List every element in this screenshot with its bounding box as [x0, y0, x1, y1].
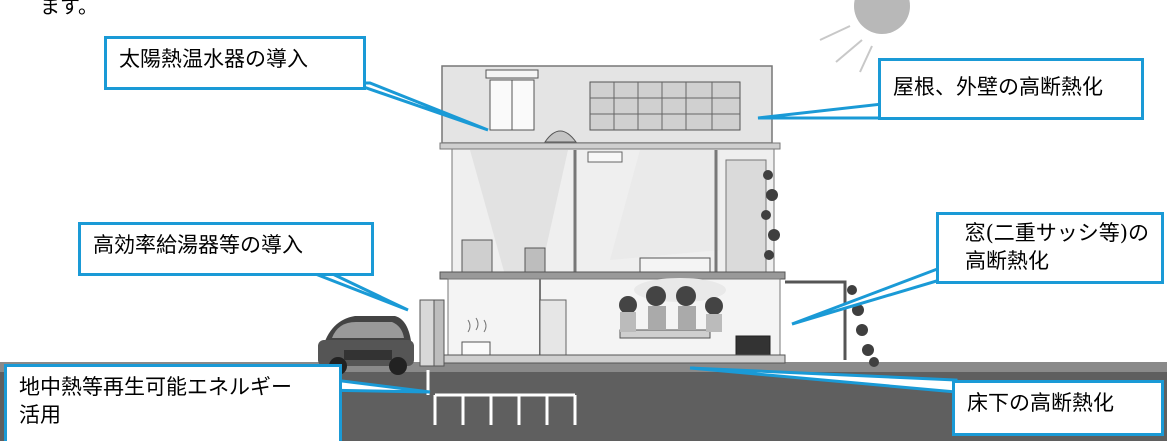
pointer-roof [758, 104, 882, 118]
callout-solar-water-heater: 太陽熱温水器の導入 [104, 36, 366, 90]
callout-roof-wall-insulation-label: 屋根、外壁の高断熱化 [893, 75, 1103, 99]
callout-window-insulation: 窓(二重サッシ等)の 高断熱化 [936, 212, 1164, 284]
callout-window-insulation-line2: 高断熱化 [951, 247, 1149, 275]
callout-roof-wall-insulation: 屋根、外壁の高断熱化 [878, 58, 1144, 120]
callout-geothermal-line2: 活用 [19, 401, 327, 429]
solar-panel [590, 82, 740, 130]
callout-geothermal: 地中熱等再生可能エネルギー 活用 [4, 364, 342, 441]
callout-geothermal-line1: 地中熱等再生可能エネルギー [19, 373, 327, 401]
callout-efficient-water-heater: 高効率給湯器等の導入 [78, 222, 374, 276]
callout-underfloor-insulation-label: 床下の高断熱化 [967, 391, 1114, 415]
callout-window-insulation-line1: 窓(二重サッシ等)の [951, 219, 1149, 247]
callout-underfloor-insulation: 床下の高断熱化 [952, 380, 1164, 436]
callout-efficient-water-heater-label: 高効率給湯器等の導入 [93, 233, 303, 257]
callout-solar-water-heater-label: 太陽熱温水器の導入 [119, 47, 308, 71]
pointer-window [792, 268, 940, 324]
